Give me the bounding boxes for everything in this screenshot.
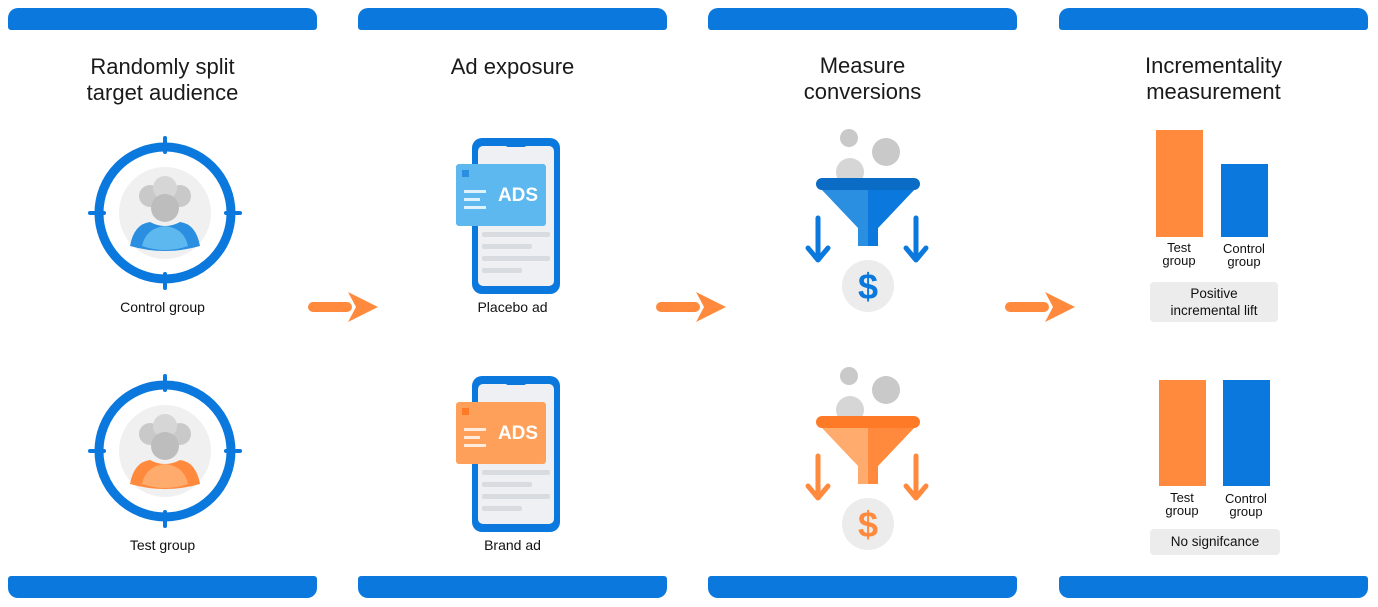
step-title-line-1: Randomly split [90, 54, 235, 79]
positive-lift-badge: Positive incremental lift [1150, 282, 1278, 322]
top-test-label: Test group [1147, 241, 1211, 267]
label-line: Control [1225, 491, 1267, 506]
flow-arrow-icon [656, 292, 726, 322]
control-audience-target-icon [88, 136, 242, 290]
step-title: Incrementality measurement [1059, 53, 1368, 105]
step-ad-exposure: Ad exposure ADS Placebo ad ADS Brand ad [358, 0, 667, 607]
label-line: group [1165, 503, 1199, 518]
test-group-caption: Test group [129, 537, 196, 553]
panel-top-bar [8, 8, 317, 30]
svg-text:$: $ [858, 504, 878, 545]
step-title-line-2: conversions [803, 79, 922, 104]
label-line: Test [1167, 240, 1191, 255]
step-title: Measure conversions [708, 53, 1017, 105]
test-audience-target-icon [88, 374, 242, 528]
label-line: group [1229, 504, 1263, 519]
step-title: Ad exposure [358, 54, 667, 80]
panel-top-bar [1059, 8, 1368, 30]
badge-line: Positive [1190, 286, 1238, 301]
label-line: Control [1223, 241, 1265, 256]
bottom-control-label: Control group [1211, 492, 1281, 518]
step-title-line-1: Measure [819, 53, 906, 78]
flow-arrow-icon [308, 292, 378, 322]
panel-top-bar [708, 8, 1017, 30]
brand-ad-phone-icon [456, 376, 560, 532]
orange-funnel-dollar-icon: $ [805, 367, 929, 550]
top-control-label: Control group [1209, 242, 1279, 268]
panel-bottom-bar [1059, 576, 1368, 598]
bottom-test-bar [1159, 380, 1206, 486]
step-title-line-2: target audience [86, 80, 239, 105]
placebo-ads-label: ADS [497, 185, 539, 206]
flow-arrow-icon [1005, 292, 1075, 322]
step-title-line-1: Ad exposure [450, 54, 575, 79]
step-title-line-1: Incrementality [1145, 53, 1282, 78]
top-test-bar [1156, 130, 1203, 237]
no-significance-badge: No signifcance [1150, 529, 1280, 555]
step-incrementality: Incrementality measurement Test group Co… [1059, 0, 1368, 607]
label-line: Test [1170, 490, 1194, 505]
brand-ads-label: ADS [497, 423, 539, 444]
top-control-bar [1221, 164, 1268, 237]
placebo-ad-phone-icon [456, 138, 560, 294]
blue-funnel-dollar-icon: $ [805, 129, 929, 312]
step-split-audience: Randomly split target audience Control g… [8, 0, 317, 607]
badge-line: incremental lift [1170, 303, 1258, 318]
label-line: group [1162, 253, 1196, 268]
bottom-control-bar [1223, 380, 1270, 486]
brand-ad-caption: Brand ad [484, 537, 541, 553]
step-title-line-2: measurement [1146, 79, 1281, 104]
panel-bottom-bar [358, 576, 667, 598]
badge-line: No signifcance [1170, 534, 1260, 549]
control-group-caption: Control group [120, 299, 205, 315]
svg-text:$: $ [858, 266, 878, 307]
bottom-test-label: Test group [1150, 491, 1214, 517]
step-measure-conversions: Measure conversions $ $ [708, 0, 1017, 607]
panel-bottom-bar [708, 576, 1017, 598]
label-line: group [1227, 254, 1261, 269]
panel-top-bar [358, 8, 667, 30]
panel-bottom-bar [8, 576, 317, 598]
placebo-ad-caption: Placebo ad [477, 299, 548, 315]
step-title: Randomly split target audience [8, 54, 317, 106]
